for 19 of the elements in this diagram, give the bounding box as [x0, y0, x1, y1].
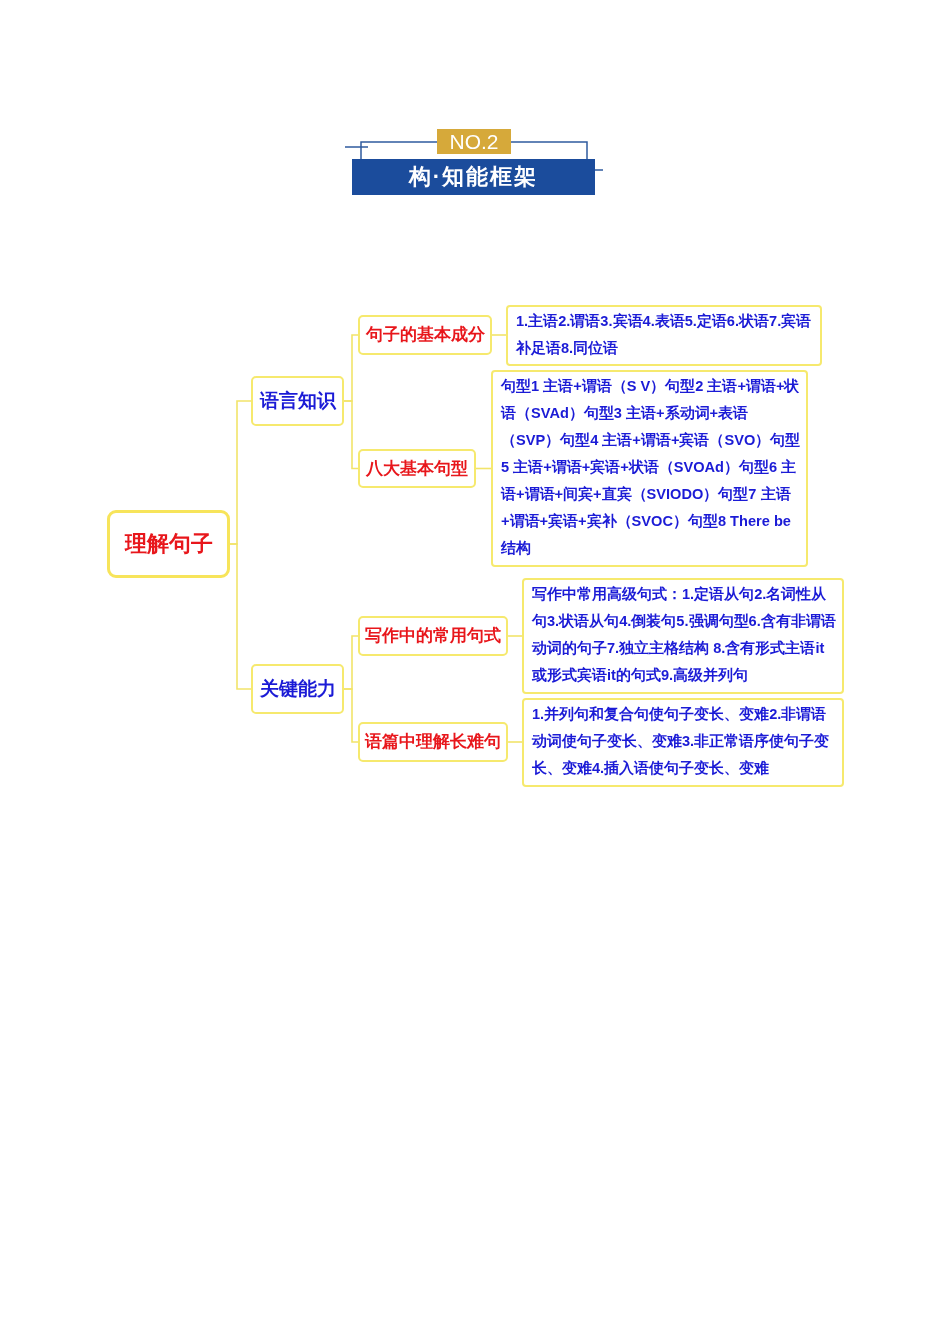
heading-banner: 构·知能框架 [352, 159, 595, 195]
number-badge: NO.2 [437, 129, 511, 154]
subtopic-box: 八大基本句型 [358, 449, 476, 488]
subtopic-box: 写作中的常用句式 [358, 616, 508, 656]
connector-line [229, 543, 252, 690]
branch-topic-box: 关键能力 [251, 664, 344, 714]
connector-line [343, 688, 359, 743]
note-box: 句型1 主语+谓语（S V）句型2 主语+谓语+状语（SVAd）句型3 主语+系动词+表语（SVP）句型4 主语+谓语+宾语（SVO）句型5 主语+谓语+宾语+状语（SVOAd）句型6 主语+谓语+间宾+直宾（SVIODO）句型7 主语+谓语+宾语+宾补（SVOC）句型8 There be结构 [491, 370, 808, 567]
connector-line [507, 635, 523, 637]
branch-topic-box: 语言知识 [251, 376, 344, 426]
connector-line [343, 400, 359, 470]
central-topic-box: 理解句子 [107, 510, 230, 578]
subtopic-box: 句子的基本成分 [358, 315, 492, 355]
connector-line [507, 741, 523, 743]
note-box: 写作中常用高级句式：1.定语从句2.名词性从句3.状语从句4.倒装句5.强调句型6.含有非谓语动词的句子7.独立主格结构 8.含有形式主语it或形式宾语it的句式9.高级并列句 [522, 578, 844, 694]
note-box: 1.并列句和复合句使句子变长、变难2.非谓语动词使句子变长、变难3.非正常语序使句子变长、变难4.插入语使句子变长、变难 [522, 698, 844, 787]
connector-line [491, 334, 507, 336]
note-box: 1.主语2.谓语3.宾语4.表语5.定语6.状语7.宾语补足语8.同位语 [506, 305, 822, 366]
subtopic-box: 语篇中理解长难句 [358, 722, 508, 762]
